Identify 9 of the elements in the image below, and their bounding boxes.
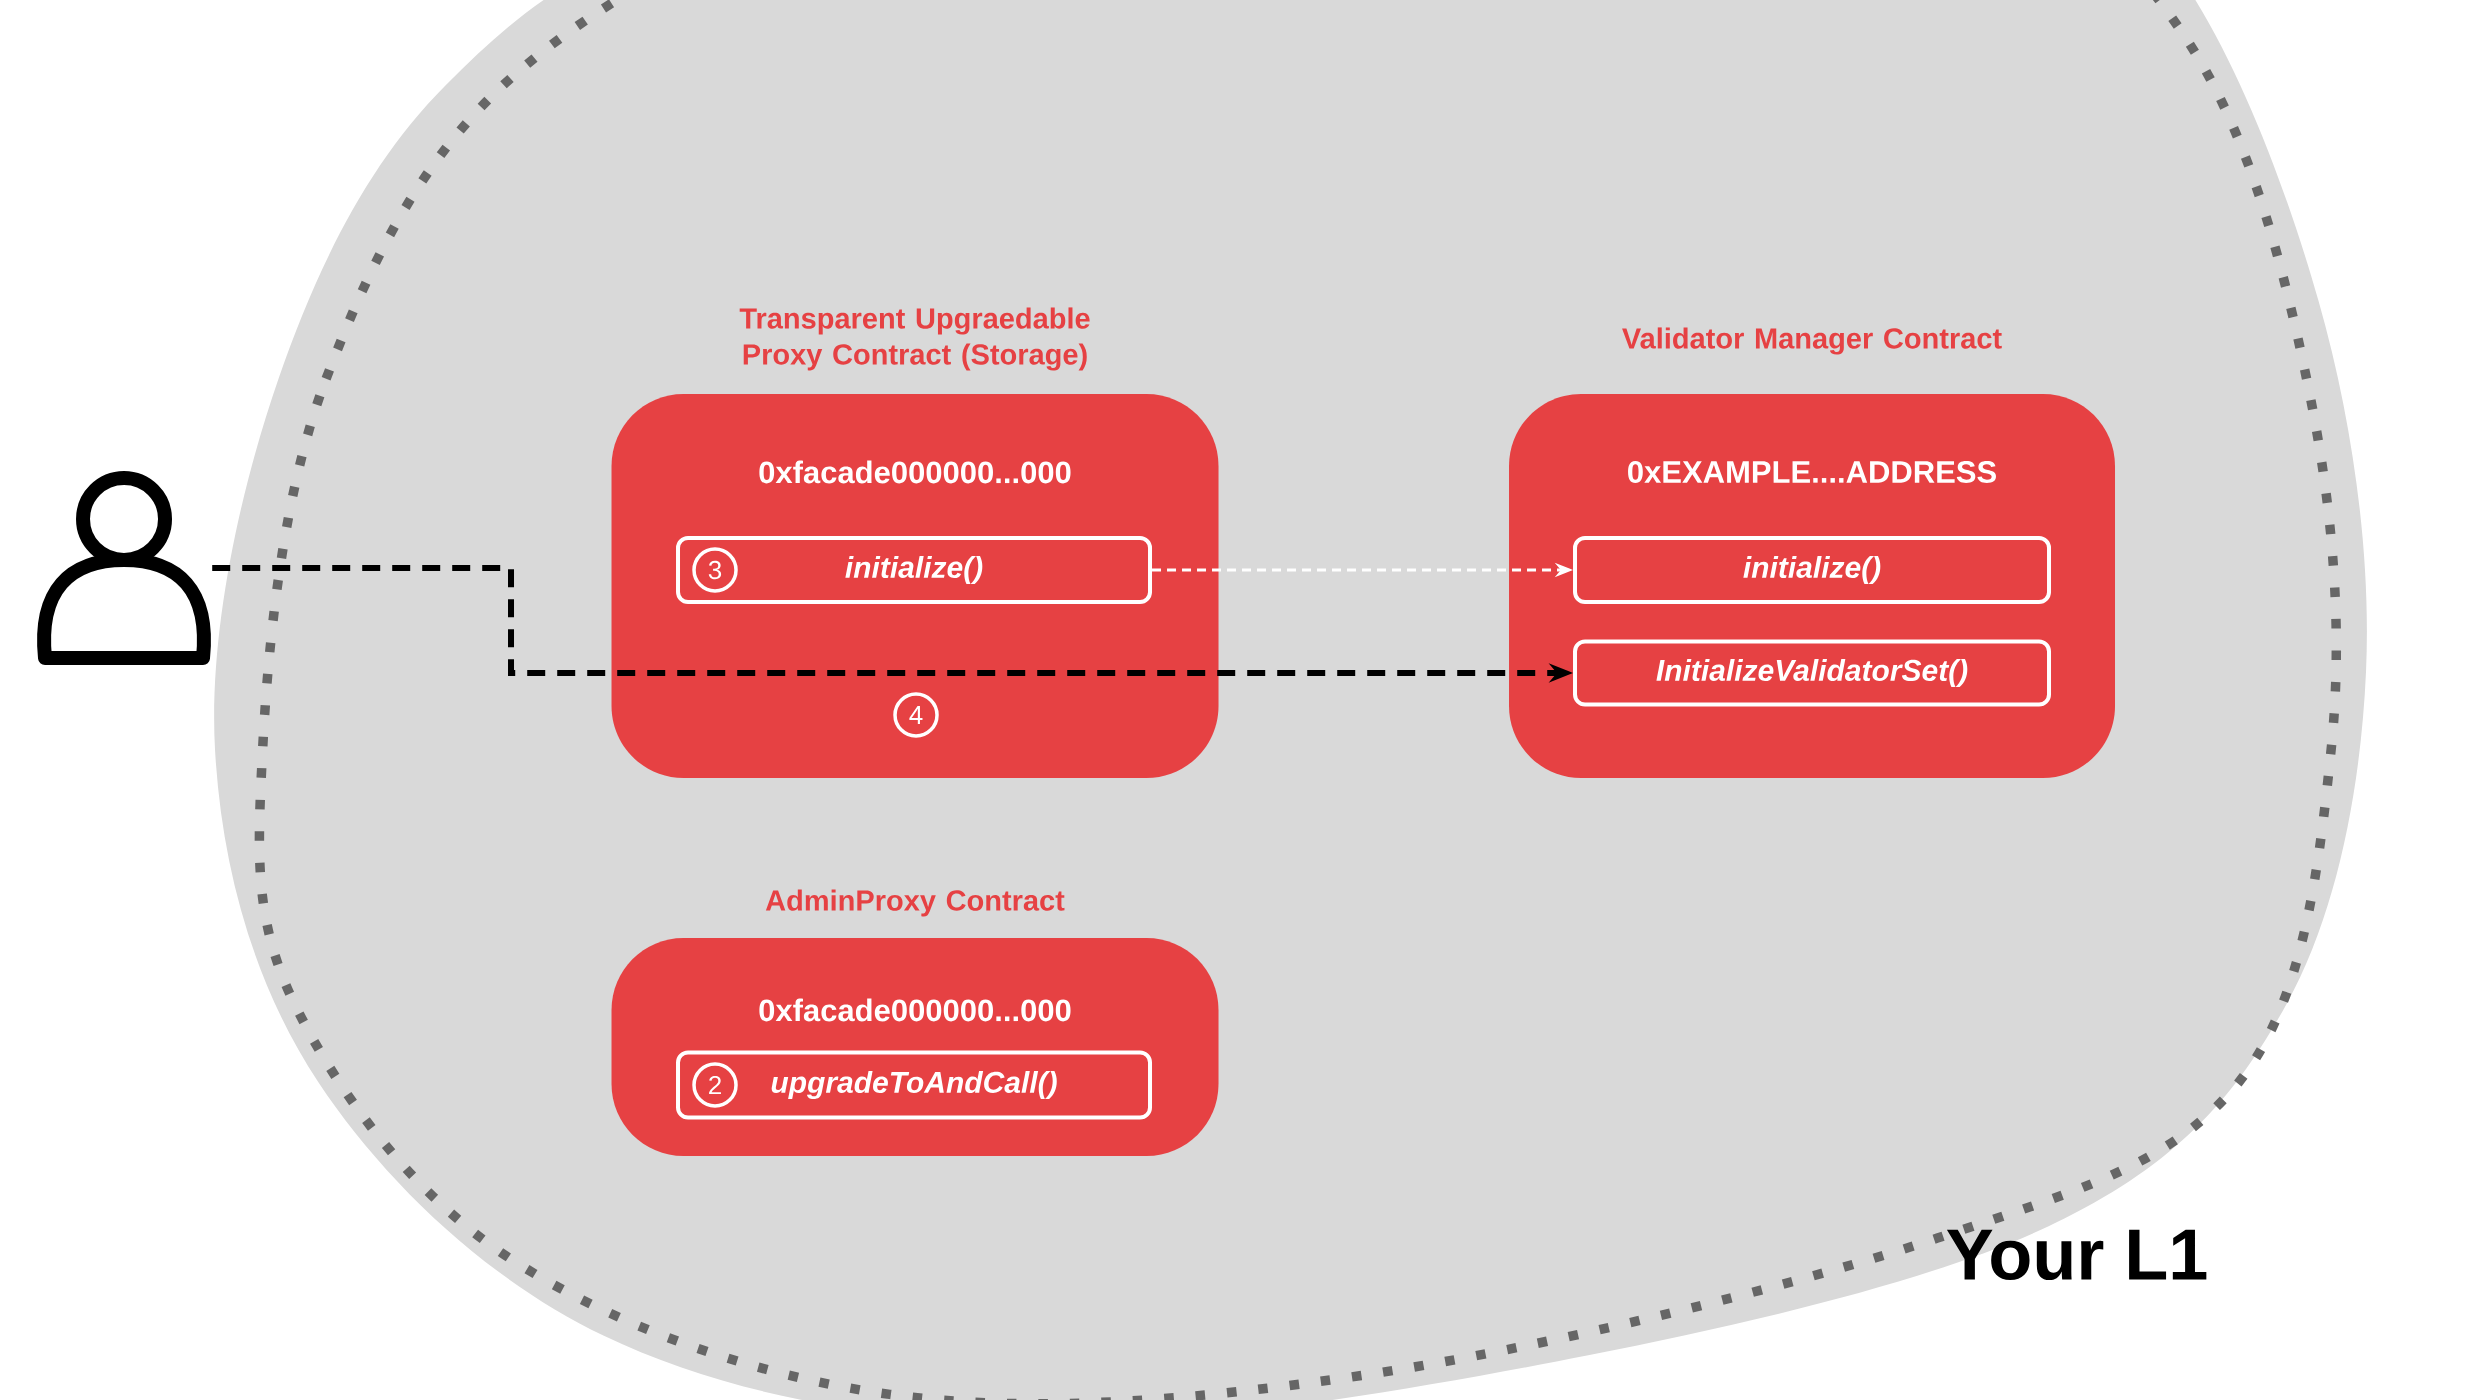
contract-title: Transparent Upgraedable Proxy Contract (Storage) [739, 307, 1090, 371]
contract-title: Validator Manager Contract [1622, 327, 2002, 355]
contract-title: AdminProxy Contract [765, 889, 1065, 917]
step-number: 4 [893, 692, 939, 738]
person-icon [37, 471, 211, 665]
function-box: initialize() [1573, 536, 2051, 604]
function-box: InitializeValidatorSet() [1573, 639, 2051, 707]
step-number: 2 [692, 1062, 738, 1108]
step-number: 3 [692, 547, 738, 593]
